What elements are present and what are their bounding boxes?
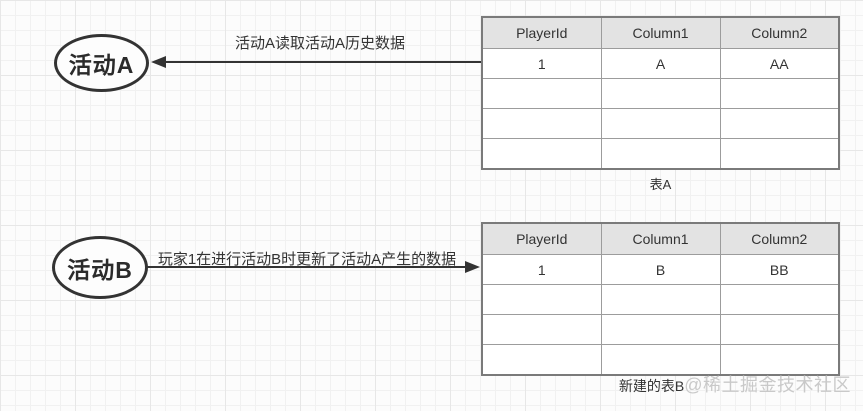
table-a-header-cell: PlayerId (481, 16, 602, 49)
activity-b-node: 活动B (52, 236, 148, 299)
table-a: PlayerId Column1 Column2 1 A AA (481, 16, 840, 170)
activity-b-label: 活动B (67, 256, 133, 283)
table-row (481, 344, 840, 376)
arrow-a-label: 活动A读取活动A历史数据 (234, 35, 405, 52)
watermark: @稀土掘金技术社区 (684, 375, 851, 395)
arrow-a (151, 56, 481, 68)
table-cell (600, 78, 721, 109)
table-b-caption: 新建的表B (618, 378, 685, 394)
table-cell (719, 344, 840, 376)
table-a-header-row: PlayerId Column1 Column2 (481, 16, 840, 49)
arrow-b-label: 玩家1在进行活动B时更新了活动A产生的数据 (157, 251, 457, 268)
table-row (481, 78, 840, 109)
table-cell (600, 108, 721, 139)
table-cell (481, 284, 602, 315)
table-cell (481, 138, 602, 170)
table-b-header-row: PlayerId Column1 Column2 (481, 222, 840, 255)
table-cell (481, 344, 602, 376)
table-cell (600, 138, 721, 170)
table-cell (719, 78, 840, 109)
table-b-header-cell: Column1 (600, 222, 721, 255)
table-row: 1 A AA (481, 48, 840, 79)
table-row (481, 314, 840, 345)
activity-a-label: 活动A (68, 52, 135, 78)
table-cell: AA (719, 48, 840, 79)
table-a-caption: 表A (649, 177, 672, 192)
table-b: PlayerId Column1 Column2 1 B BB (481, 222, 840, 376)
table-b-header-cell: Column2 (719, 222, 840, 255)
table-cell: 1 (481, 48, 602, 79)
arrow-b (146, 261, 480, 273)
table-cell: 1 (481, 254, 602, 285)
table-row: 1 B BB (481, 254, 840, 285)
table-cell (481, 314, 602, 345)
activity-a-node: 活动A (54, 34, 149, 92)
table-cell: B (600, 254, 721, 285)
table-cell (719, 314, 840, 345)
table-cell (600, 284, 721, 315)
table-cell (600, 344, 721, 376)
table-cell (719, 284, 840, 315)
table-cell (719, 108, 840, 139)
table-row (481, 284, 840, 315)
table-a-header-cell: Column1 (600, 16, 721, 49)
table-cell: BB (719, 254, 840, 285)
table-row (481, 138, 840, 170)
table-cell (481, 78, 602, 109)
table-a-header-cell: Column2 (719, 16, 840, 49)
table-cell (719, 138, 840, 170)
table-row (481, 108, 840, 139)
table-b-header-cell: PlayerId (481, 222, 602, 255)
table-cell (600, 314, 721, 345)
table-cell (481, 108, 602, 139)
table-b-caption-row: 新建的表B@稀土掘金技术社区 (481, 371, 851, 397)
table-cell: A (600, 48, 721, 79)
